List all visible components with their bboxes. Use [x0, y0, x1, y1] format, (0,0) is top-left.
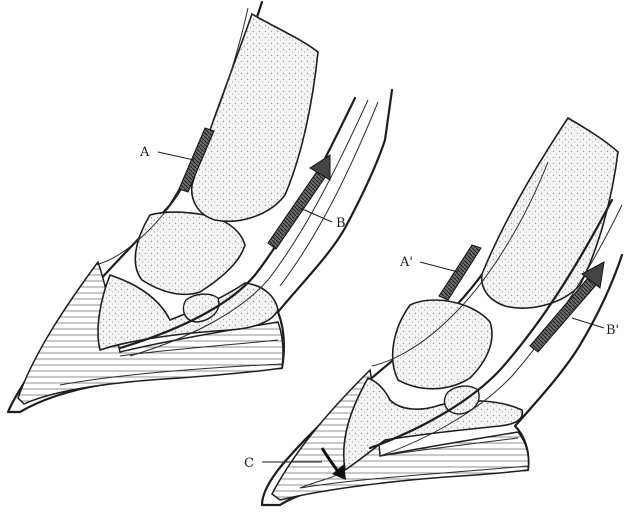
label-a: A — [139, 145, 150, 160]
label-c: C — [244, 456, 254, 471]
leader-b-prime — [572, 318, 604, 328]
label-b-prime: B' — [606, 323, 619, 338]
left-hoof-drawing — [8, 2, 392, 412]
label-a-prime: A' — [399, 255, 413, 270]
leader-a — [158, 152, 194, 160]
left-short-pastern — [135, 212, 245, 294]
right-short-pastern — [393, 300, 492, 389]
leader-b — [300, 208, 332, 222]
leader-a-prime — [420, 262, 458, 272]
left-long-pastern — [192, 14, 318, 221]
label-b: B — [336, 216, 346, 231]
